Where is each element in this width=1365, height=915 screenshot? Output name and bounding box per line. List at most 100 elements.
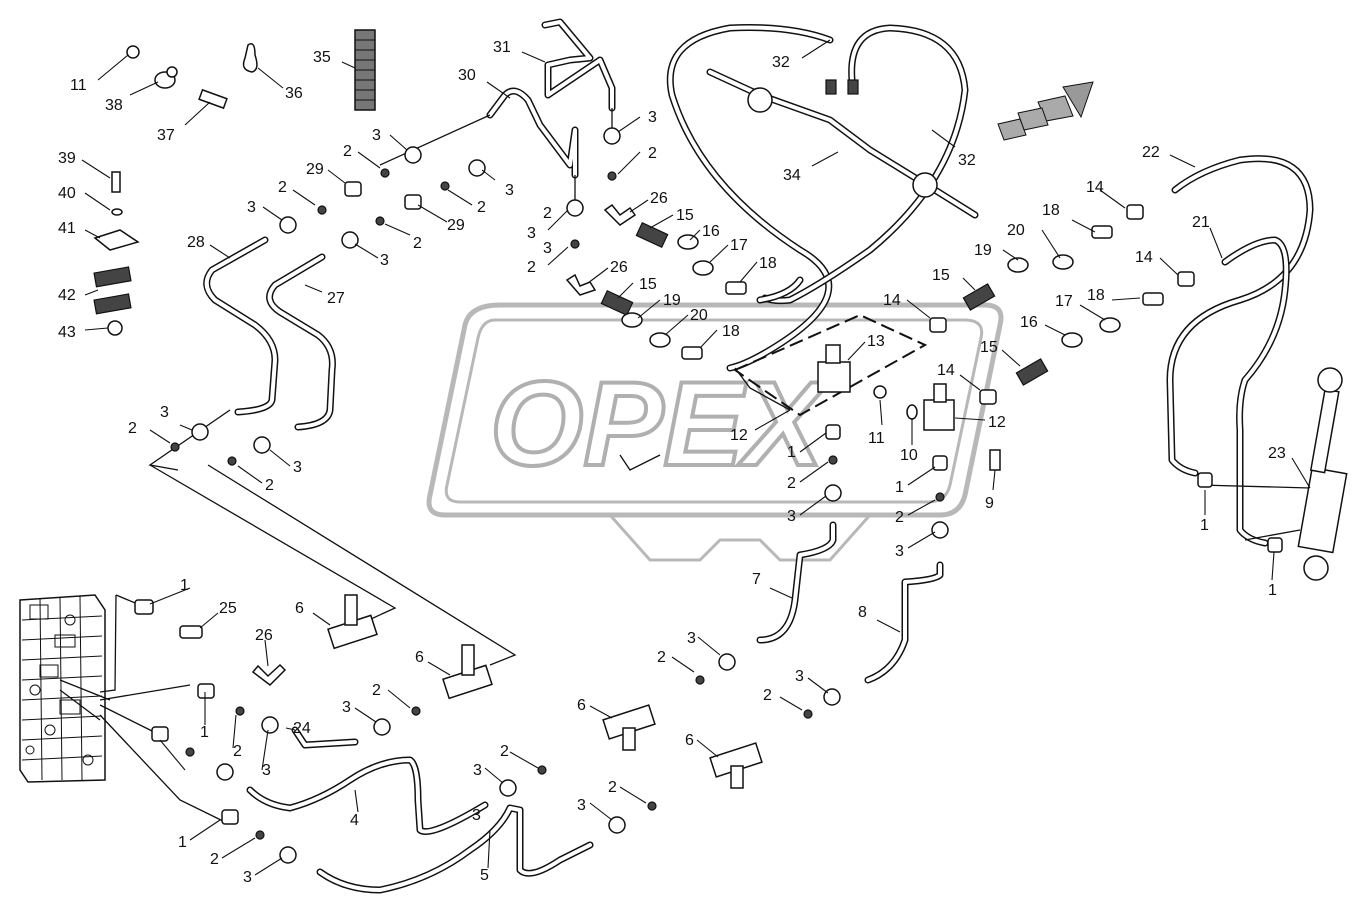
part-label: 2 — [413, 235, 422, 252]
part-label: 1 — [178, 834, 187, 851]
part-label: 2 — [657, 649, 666, 666]
part-label: 14 — [1086, 179, 1104, 196]
part-label: 1 — [787, 444, 796, 461]
part-label: 38 — [105, 97, 123, 114]
part-label: 3 — [247, 199, 256, 216]
part-label: 12 — [730, 427, 748, 444]
part-label: 30 — [458, 67, 476, 84]
part-label: 2 — [265, 477, 274, 494]
fittings — [93, 29, 1348, 864]
part-label: 2 — [648, 145, 657, 162]
part-label: 40 — [58, 185, 76, 202]
part-label: 37 — [157, 127, 175, 144]
part-label: 9 — [985, 495, 994, 512]
part-label: 6 — [295, 600, 304, 617]
direction-arrow-icon — [997, 81, 1094, 141]
part-label: 11 — [70, 77, 87, 94]
part-label: 2 — [477, 199, 486, 216]
part-label: 6 — [577, 697, 586, 714]
part-label: 15 — [676, 207, 694, 224]
part-label: 42 — [58, 287, 76, 304]
part-label: 3 — [372, 127, 381, 144]
part-label: 3 — [687, 630, 696, 647]
part-label: 14 — [937, 362, 955, 379]
part-label: 18 — [1087, 287, 1105, 304]
part-label: 20 — [1007, 222, 1025, 239]
part-label: 16 — [702, 223, 720, 240]
part-label: 41 — [58, 220, 76, 237]
part-label: 2 — [343, 143, 352, 160]
part-labels: 11 38 37 35 36 31 30 32 32 34 22 39 40 4… — [58, 39, 1286, 886]
part-label: 7 — [752, 571, 761, 588]
part-label: 14 — [883, 292, 901, 309]
part-label: 27 — [327, 290, 345, 307]
part-label: 10 — [900, 447, 918, 464]
part-label: 1 — [200, 724, 209, 741]
part-label: 8 — [858, 604, 867, 621]
part-label: 6 — [415, 649, 424, 666]
part-label: 3 — [648, 109, 657, 126]
part-label: 12 — [988, 414, 1006, 431]
part-label: 16 — [1020, 314, 1038, 331]
watermark-logo: OPEX — [426, 302, 1004, 562]
part-label: 3 — [243, 869, 252, 886]
part-label: 5 — [480, 867, 489, 884]
part-label: 19 — [663, 292, 681, 309]
part-label: 14 — [1135, 249, 1153, 266]
part-label: 26 — [610, 259, 628, 276]
part-label: 21 — [1192, 214, 1210, 231]
part-label: 1 — [180, 577, 189, 594]
part-label: 29 — [447, 217, 465, 234]
part-label: 2 — [233, 743, 242, 760]
part-label: 18 — [1042, 202, 1060, 219]
part-label: 36 — [285, 85, 303, 102]
part-label: 3 — [160, 404, 169, 421]
part-label: 1 — [895, 479, 904, 496]
part-label: 3 — [895, 543, 904, 560]
part-label: 2 — [210, 851, 219, 868]
part-label: 3 — [262, 762, 271, 779]
control-valve-block — [19, 594, 106, 783]
part-label: 18 — [759, 255, 777, 272]
part-label: 2 — [372, 682, 381, 699]
part-label: 2 — [543, 205, 552, 222]
part-label: 4 — [350, 812, 359, 829]
part-label: 3 — [380, 252, 389, 269]
part-label: 3 — [795, 668, 804, 685]
part-label: 1 — [1200, 517, 1209, 534]
part-label: 2 — [763, 687, 772, 704]
watermark-text: OPEX — [490, 357, 830, 491]
part-label: 2 — [278, 179, 287, 196]
part-label: 11 — [868, 430, 885, 447]
part-label: 20 — [690, 307, 708, 324]
part-label: 2 — [128, 420, 137, 437]
part-label: 3 — [293, 459, 302, 476]
part-label: 39 — [58, 150, 76, 167]
part-label: 2 — [500, 743, 509, 760]
part-label: 32 — [772, 54, 790, 71]
pipe-lines — [203, 18, 1314, 894]
part-label: 32 — [958, 152, 976, 169]
part-label: 15 — [639, 276, 657, 293]
part-label: 18 — [722, 323, 740, 340]
part-label: 3 — [787, 508, 796, 525]
part-label: 34 — [783, 167, 801, 184]
part-label: 13 — [867, 333, 885, 350]
leader-lines — [81, 39, 1311, 876]
part-label: 35 — [313, 49, 331, 66]
part-label: 1 — [1268, 582, 1277, 599]
part-label: 3 — [473, 762, 482, 779]
part-label: 29 — [306, 161, 324, 178]
part-label: 3 — [505, 182, 514, 199]
part-label: 3 — [543, 240, 552, 257]
part-label: 26 — [255, 627, 273, 644]
part-label: 2 — [895, 509, 904, 526]
part-label: 28 — [187, 234, 205, 251]
part-label: 15 — [980, 339, 998, 356]
part-label: 24 — [293, 720, 311, 737]
part-label: 3 — [342, 699, 351, 716]
part-label: 22 — [1142, 144, 1160, 161]
part-label: 6 — [685, 732, 694, 749]
part-label: 31 — [493, 39, 511, 56]
